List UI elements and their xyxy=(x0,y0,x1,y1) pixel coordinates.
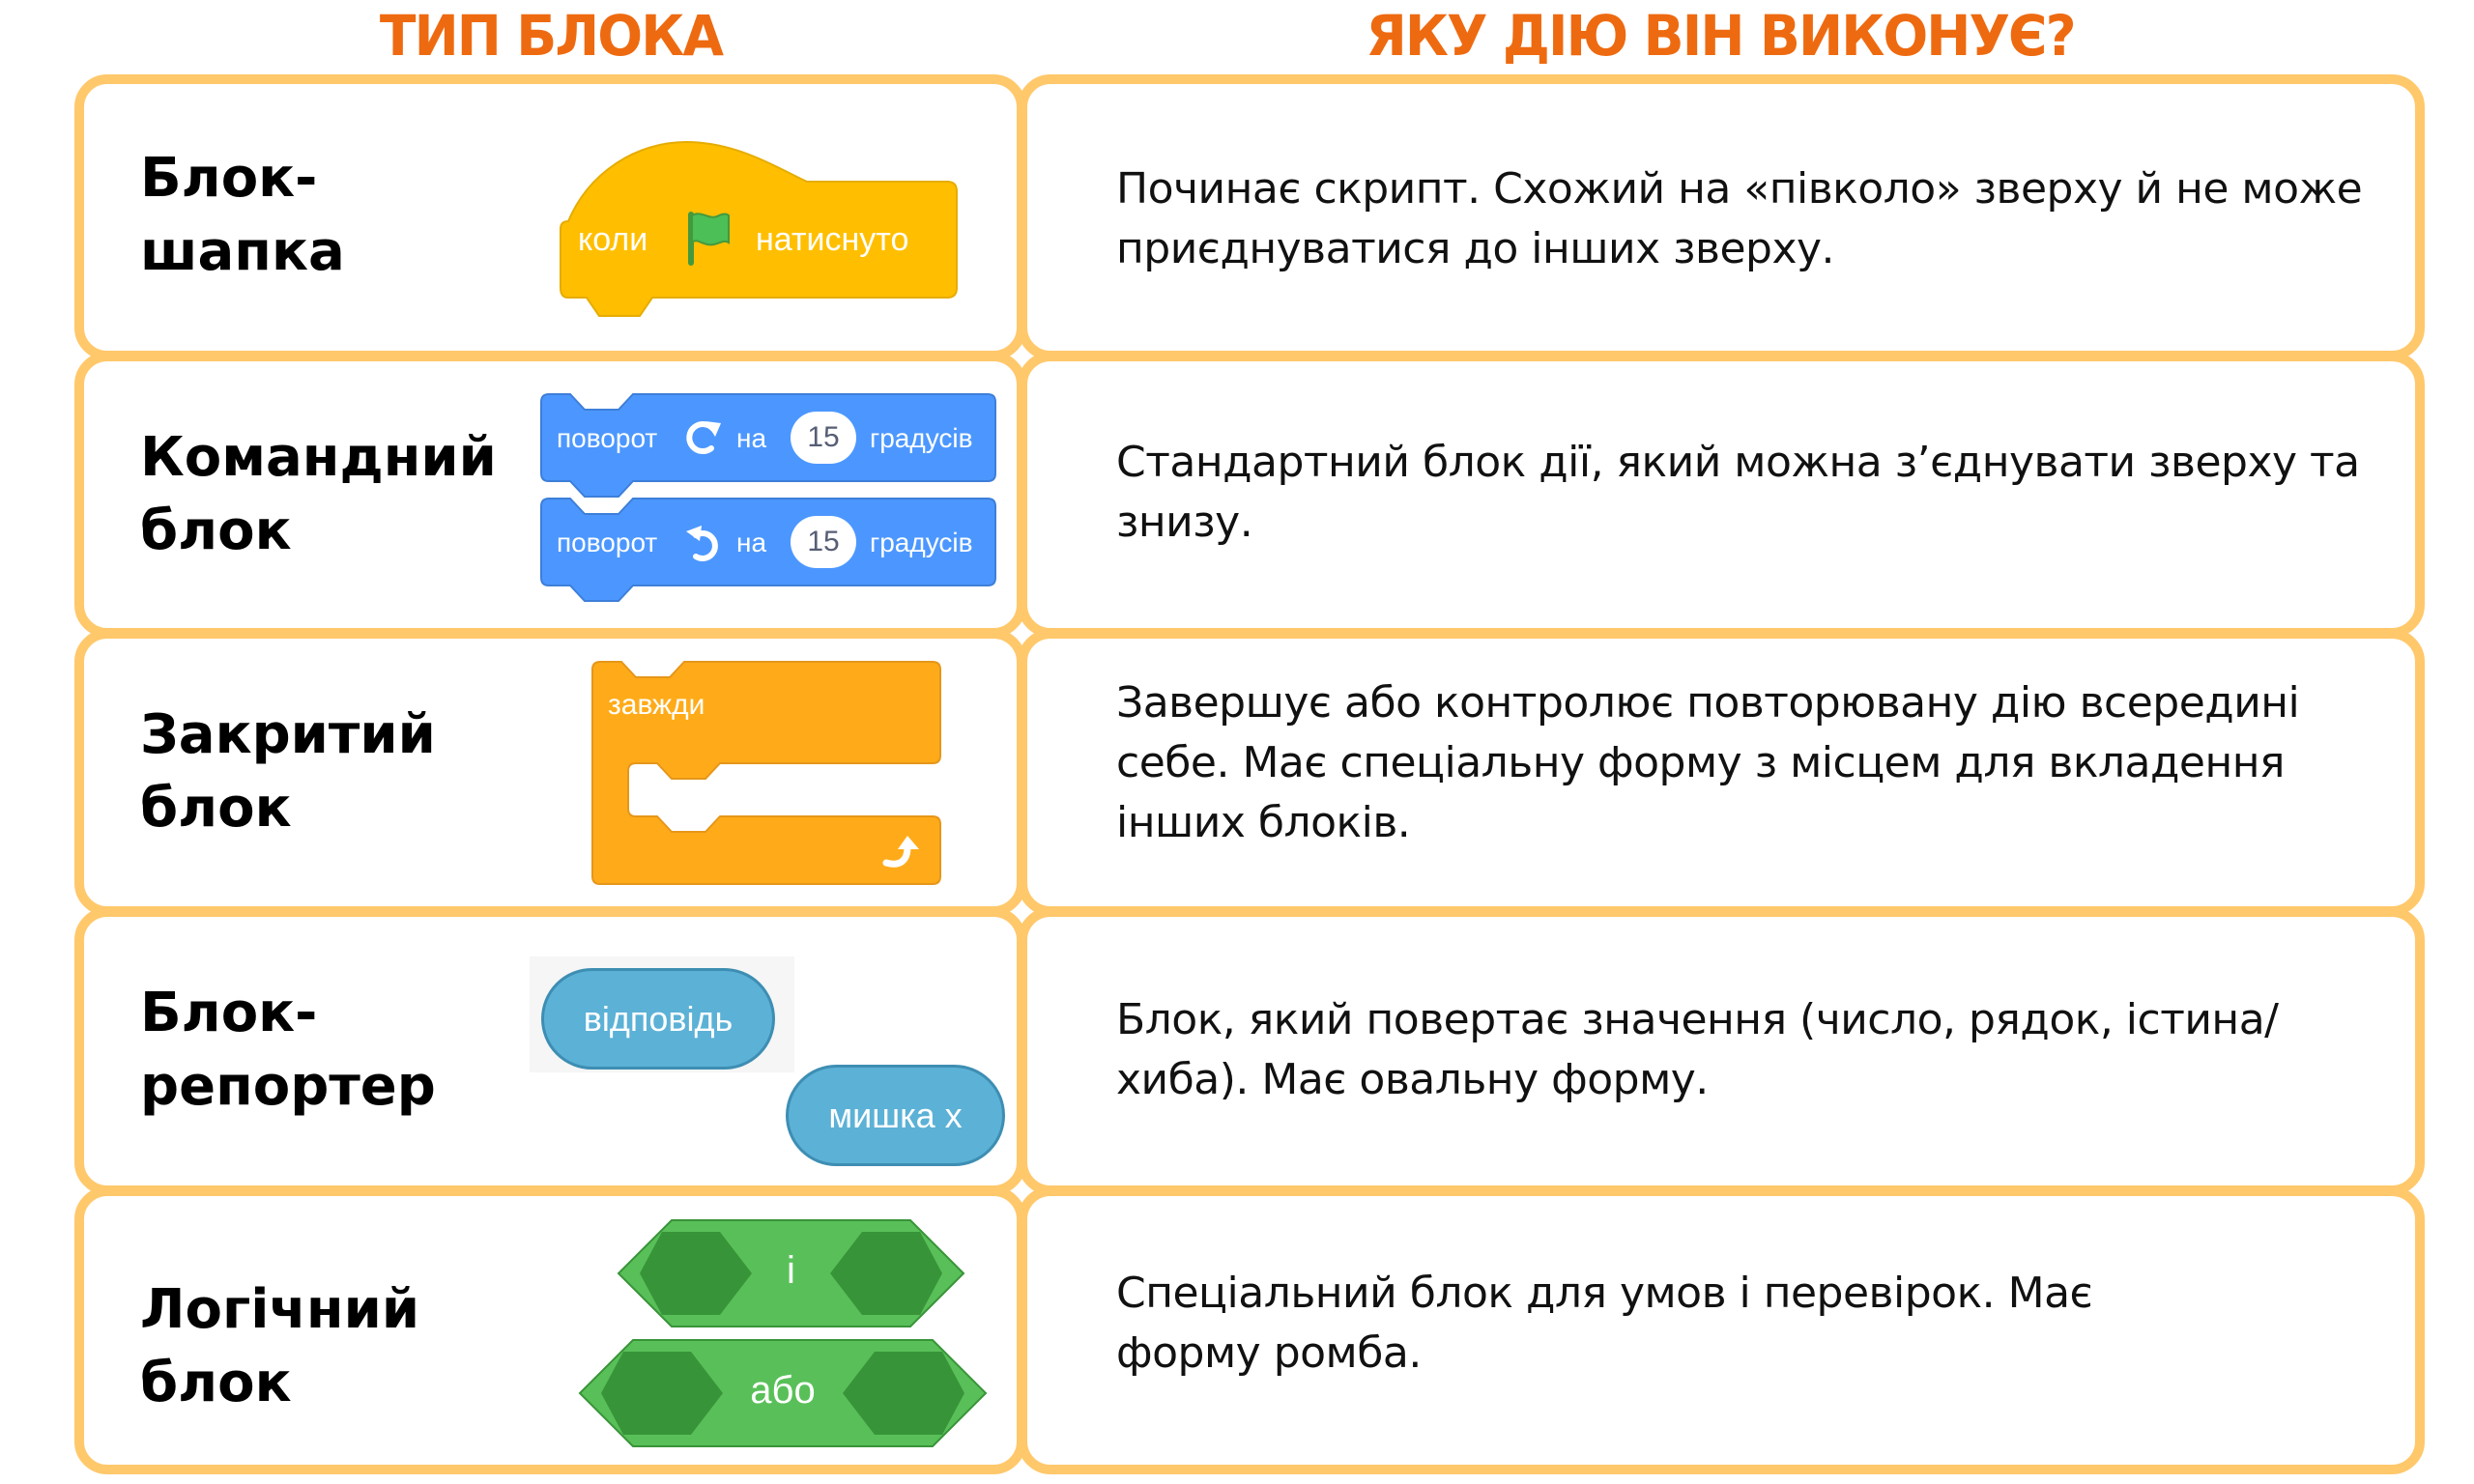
column-header-type: ТИП БЛОКА xyxy=(379,3,724,69)
row-command-description-cell: Стандартний блок дії, який можна з’єднув… xyxy=(1018,352,2425,638)
row-label: Логічний блок xyxy=(140,1278,420,1414)
command-block-turn-left: поворот на 15 градусів xyxy=(540,498,996,605)
row-label: Блок- репортер xyxy=(140,982,436,1118)
row-reporter-description-cell: Блок, який повертає значення (число, ряд… xyxy=(1018,907,2425,1195)
row-label: Командний блок xyxy=(140,426,497,562)
boolean-block-or: або xyxy=(578,1339,988,1447)
hat-block-text-before: коли xyxy=(578,221,648,258)
command-text-before: поворот xyxy=(557,423,658,453)
command-block-turn-right: поворот на 15 градусів xyxy=(540,393,996,500)
row-hat-type-cell: Блок- шапка коли натиснуто xyxy=(74,74,1026,360)
row-label: Блок- шапка xyxy=(140,147,345,283)
row-c-block-type-cell: Закритий блок завжди xyxy=(74,629,1026,916)
row-description: Спеціальний блок для умов і перевірок. М… xyxy=(1116,1269,2093,1378)
command-text-mid: на xyxy=(736,423,767,453)
command-text-before: поворот xyxy=(557,528,658,557)
reporter-block-answer: відповідь xyxy=(541,968,775,1070)
row-hat-description-cell: Починає скрипт. Схожий на «півколо» звер… xyxy=(1018,74,2425,360)
rotate-right-icon xyxy=(684,419,723,456)
row-boolean-type-cell: Логічний блок і або xyxy=(74,1186,1026,1474)
hat-block-text-after: натиснуто xyxy=(756,221,909,258)
forever-block-example: завжди xyxy=(591,661,941,894)
boolean-text-or: або xyxy=(750,1369,816,1412)
rotate-left-icon xyxy=(684,524,723,561)
command-text-after: градусів xyxy=(870,528,973,557)
row-description: Починає скрипт. Схожий на «півколо» звер… xyxy=(1116,164,2363,273)
degrees-input[interactable]: 15 xyxy=(791,516,856,568)
column-header-action: ЯКУ ДІЮ ВІН ВИКОНУЄ? xyxy=(1366,3,2076,69)
forever-block-text: завжди xyxy=(608,689,705,721)
row-reporter-type-cell: Блок- репортер відповідь мишка x xyxy=(74,907,1026,1195)
row-command-type-cell: Командний блок поворот на 15 градусів по… xyxy=(74,352,1026,638)
command-text-after: градусів xyxy=(870,423,973,453)
row-label: Закритий блок xyxy=(140,703,436,840)
boolean-block-and: і xyxy=(617,1219,965,1327)
degrees-input[interactable]: 15 xyxy=(791,412,856,464)
row-description: Блок, який повертає значення (число, ряд… xyxy=(1116,995,2279,1104)
loop-arrow-icon xyxy=(882,834,923,872)
reporter-block-mouse-x: мишка x xyxy=(786,1065,1005,1166)
green-flag-icon xyxy=(684,210,733,268)
row-boolean-description-cell: Спеціальний блок для умов і перевірок. М… xyxy=(1018,1186,2425,1474)
hat-block-example: коли натиснуто xyxy=(560,132,966,317)
row-description: Стандартний блок дії, який можна з’єднув… xyxy=(1116,438,2360,547)
command-text-mid: на xyxy=(736,528,767,557)
row-c-block-description-cell: Завершує або контролює повторювану дію в… xyxy=(1018,629,2425,916)
boolean-text-and: і xyxy=(787,1249,795,1292)
row-description: Завершує або контролює повторювану дію в… xyxy=(1116,678,2300,847)
